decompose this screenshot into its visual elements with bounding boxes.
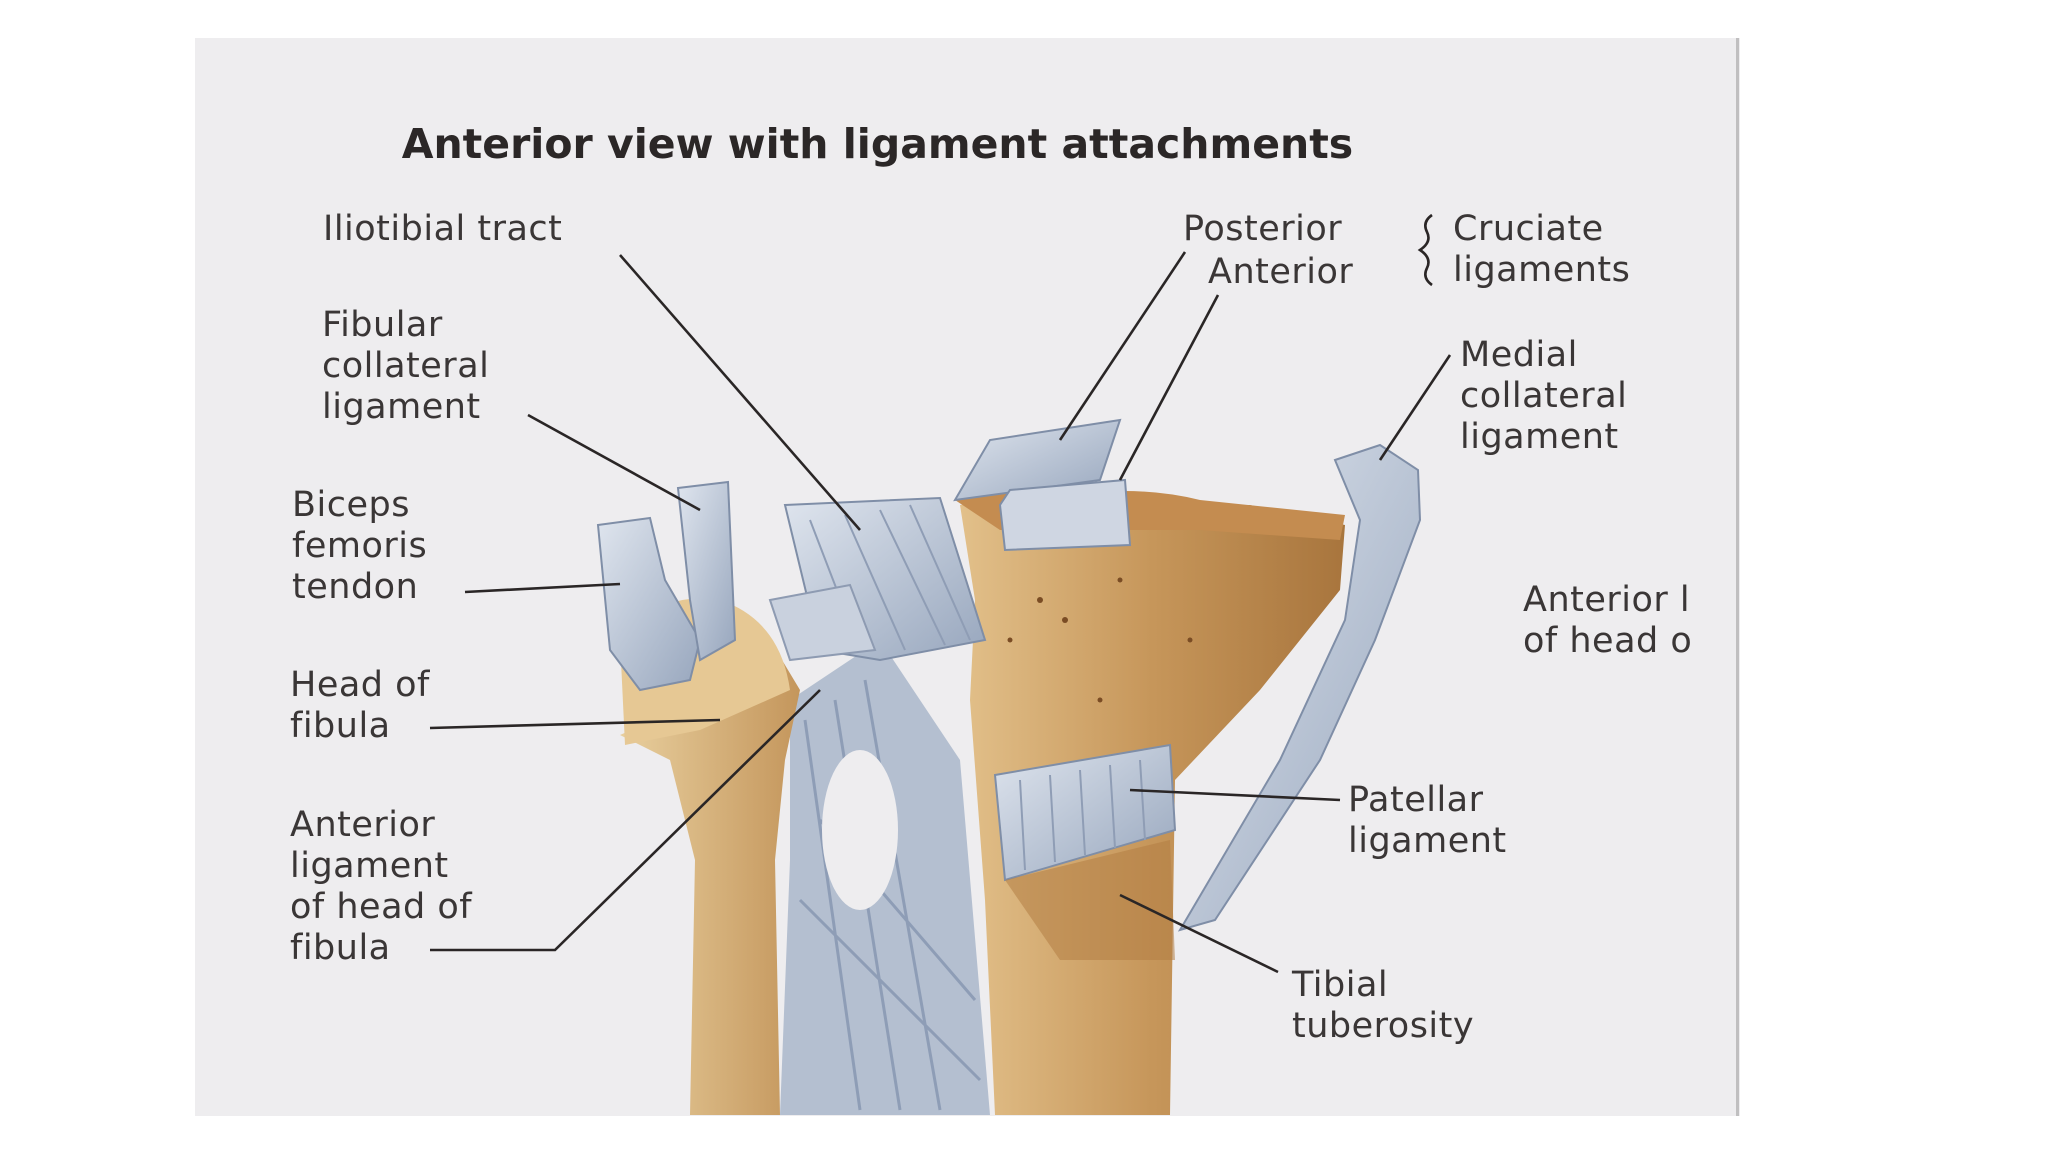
medial-collateral-ligament: [1177, 443, 1422, 932]
bone-dots: [1007, 577, 1193, 703]
leader-fibular-collateral: [527, 413, 701, 512]
fibula-bone: [620, 640, 800, 1115]
tibial-tuberosity: [1005, 840, 1175, 960]
label-head-of-fibula: Head of fibula: [290, 665, 430, 746]
leader-medial-collateral: [1378, 354, 1452, 461]
label-anterior-ligament-head-fibula: Anterior ligament of head of fibula: [290, 805, 473, 968]
label-patellar-ligament: Patellar ligament: [1348, 780, 1507, 861]
label-cruciate-ligaments: Cruciate ligaments: [1453, 209, 1631, 290]
label-tibial-tuberosity: Tibial tuberosity: [1292, 965, 1475, 1046]
leader-anterior-cruciate: [1118, 294, 1220, 481]
leader-lines: [429, 251, 1452, 974]
cruciate-brace: [1417, 213, 1433, 287]
leader-posterior-cruciate: [1058, 251, 1187, 441]
anterior-cruciate-ligament: [998, 478, 1132, 552]
label-biceps-femoris: Biceps femoris tendon: [292, 485, 428, 607]
anterior-ligament-head-fibula: [768, 583, 877, 662]
biceps-femoris-tendon: [596, 516, 702, 692]
leader-biceps: [464, 582, 621, 594]
leader-iliotibial: [619, 254, 861, 531]
label-iliotibial-tract: Iliotibial tract: [323, 209, 563, 249]
label-anterior: Anterior: [1208, 252, 1354, 292]
fibular-collateral-ligament: [676, 480, 737, 662]
leader-head-fibula: [429, 718, 721, 730]
label-medial-collateral: Medial collateral ligament: [1460, 335, 1628, 457]
label-anterior-cut: Anterior l of head o: [1523, 580, 1693, 661]
leader-ant-lig-fibula: [430, 689, 821, 952]
figure-title: Anterior view with ligament attachments: [401, 120, 1354, 168]
patellar-ligament: [993, 743, 1177, 882]
membrane-opening: [822, 750, 898, 910]
leader-patellar: [1129, 788, 1341, 802]
leader-tibial-tuberosity: [1119, 893, 1279, 974]
panel-edge: [1736, 38, 1739, 1116]
label-fibular-collateral: Fibular collateral ligament: [322, 305, 490, 427]
label-posterior: Posterior: [1183, 209, 1343, 249]
